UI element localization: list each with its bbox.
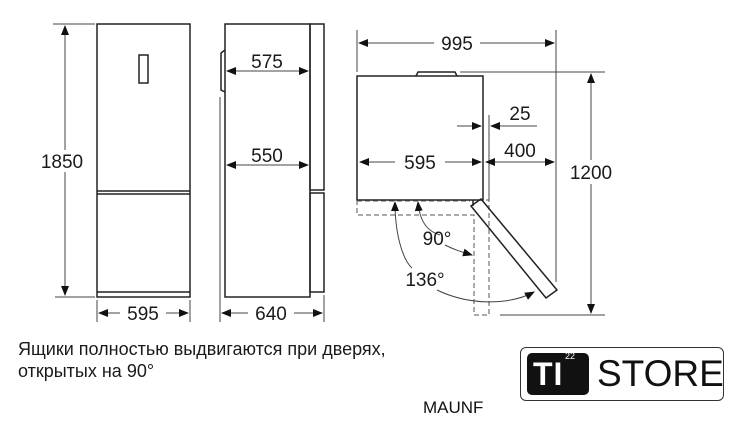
arc-90	[414, 201, 441, 236]
angle-136-label: 136°	[405, 270, 444, 291]
display-panel	[138, 54, 149, 84]
brand-text: MAUNF	[423, 398, 484, 417]
top-handle	[415, 71, 458, 77]
front-width-label: 595	[127, 304, 159, 325]
logo-ti: TI	[527, 353, 589, 395]
fridge-front-body	[96, 23, 191, 298]
top-view: 995 1200 25 595 400 90° 136°	[356, 30, 616, 316]
note-line-1: Ящики полностью выдвигаются при дверях,	[18, 339, 386, 359]
open-door	[469, 197, 559, 300]
arc-136	[391, 201, 413, 269]
height-label: 1850	[41, 152, 83, 173]
fridge-top-body	[356, 75, 484, 201]
depth-550-label: 550	[251, 146, 283, 167]
angle-90-label: 90°	[423, 229, 452, 250]
depth-575-label: 575	[251, 52, 283, 73]
side-view: 575 550 640	[219, 23, 325, 325]
depth-640-label: 640	[255, 304, 287, 325]
door-handle	[220, 49, 226, 93]
upper-door-side	[309, 23, 325, 191]
total-width-label: 995	[441, 34, 473, 55]
front-view: 1850 595	[38, 23, 191, 325]
note-line-2: открытых на 90°	[18, 361, 155, 381]
gap-label: 25	[509, 104, 530, 125]
lower-door-side	[309, 192, 325, 293]
logo-sup: 22	[565, 351, 576, 361]
total-depth-label: 1200	[570, 163, 612, 184]
body-width-label: 595	[404, 153, 436, 174]
store-logo: TI 22 STORE	[520, 347, 724, 401]
drawer-note: Ящики полностью выдвигаются при дверях, …	[18, 338, 386, 382]
door-clearance-label: 400	[504, 141, 536, 162]
logo-store: STORE	[597, 353, 724, 394]
